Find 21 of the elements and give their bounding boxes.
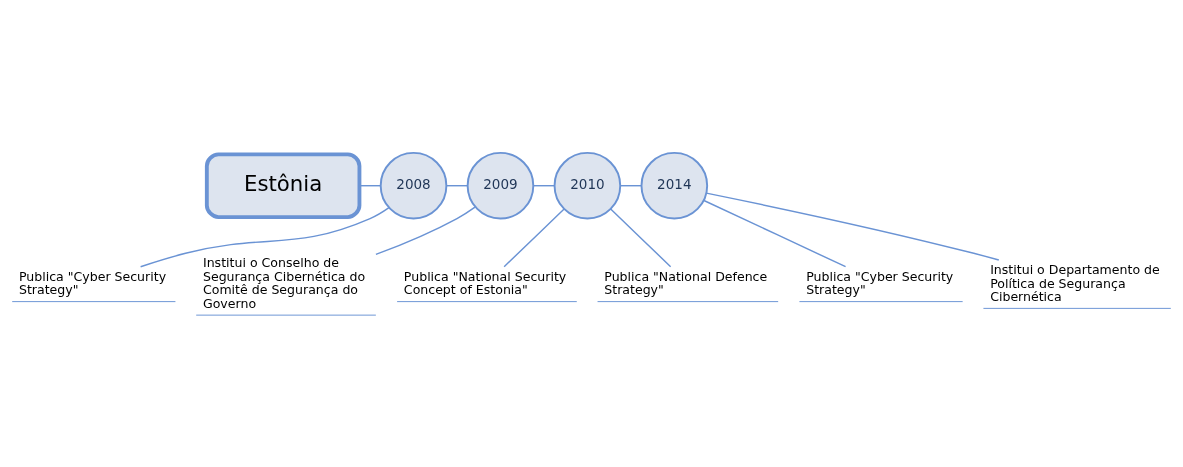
connector xyxy=(503,207,565,267)
connector xyxy=(609,207,672,267)
connector xyxy=(445,184,469,186)
node-box: Estônia xyxy=(204,151,362,219)
node-text: Publica "National Security Concept of Estonia" xyxy=(403,268,567,297)
connector xyxy=(358,184,382,186)
node-circle: 2009 xyxy=(466,151,535,219)
connector xyxy=(705,191,1000,261)
connector xyxy=(375,205,476,255)
node-text: Institui o Conselho de Segurança Cibernética do Comitê de Segurança do Governo xyxy=(202,254,366,311)
node-text: Publica "Cyber Security Strategy" xyxy=(18,268,167,297)
node-text: Institui o Departamento de Política de Segurança Cibernética xyxy=(990,261,1160,304)
connector xyxy=(619,184,643,186)
connector xyxy=(532,184,556,186)
connector xyxy=(139,206,390,267)
connector xyxy=(703,199,847,267)
node-text: Publica "National Defence Strategy" xyxy=(604,268,768,297)
node-circle: 2008 xyxy=(379,151,448,219)
node-circle: 2010 xyxy=(553,151,622,219)
node-circle: 2014 xyxy=(640,151,709,219)
node-text: Publica "Cyber Security Strategy" xyxy=(806,268,954,297)
